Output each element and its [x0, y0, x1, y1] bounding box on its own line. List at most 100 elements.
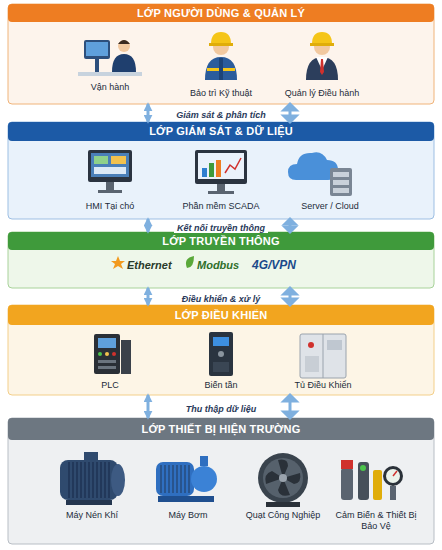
scada-icon-part — [195, 150, 247, 184]
fan-icon — [258, 453, 308, 507]
sensor-icon — [341, 460, 403, 500]
flow-arrow-part — [289, 401, 292, 412]
component-caption: Cảm Biến & Thiết Bị Bảo Vệ — [334, 510, 418, 532]
flow-arrow — [147, 219, 150, 232]
band-ground-part — [8, 122, 434, 219]
flow-arrow — [147, 395, 150, 418]
technician-icon-part — [219, 58, 223, 80]
flow-arrow-part — [284, 412, 296, 418]
flow-arrow-part — [285, 219, 295, 224]
component-item: Quản lý Điều hành — [274, 88, 370, 99]
band-ground-part — [8, 4, 434, 22]
flow-arrow — [147, 288, 150, 305]
flow-arrow-part — [284, 288, 296, 294]
plc-icon-part — [98, 352, 102, 356]
compressor-icon-part — [84, 452, 98, 461]
manager-icon — [306, 32, 338, 80]
fan-icon-part — [279, 474, 287, 482]
protocol-label: 4G/VPN — [252, 258, 296, 272]
band-ground — [8, 4, 434, 544]
plc-icon-part — [94, 334, 120, 374]
inverter-icon — [209, 332, 233, 376]
protocol-mark-part — [111, 256, 125, 269]
technician-icon-part — [209, 43, 233, 46]
component-caption: HMI Tại chó — [62, 201, 158, 212]
flow-label: Thu thập dữ liệu — [183, 404, 259, 414]
plc-icon-part — [98, 360, 116, 363]
scada-icon-part — [209, 163, 214, 177]
hmi-icon-part — [106, 182, 114, 190]
inverter-icon-part — [213, 362, 229, 372]
layer-band: LỚP GIÁM SÁT & DỮ LIỆUHMI Tại chóPhần mề… — [8, 122, 434, 219]
operator-icon-part — [78, 72, 142, 76]
layer-title: LỚP THIẾT BỊ HIỆN TRƯỜNG — [8, 418, 434, 440]
protocol-label: Ethernet — [127, 259, 172, 271]
flow-label: Điều khiển & xử lý — [179, 294, 263, 304]
compressor-icon-part — [66, 500, 112, 505]
cloud-server-icon-part — [333, 180, 349, 185]
protocol-mark-part — [186, 256, 194, 268]
sensor-icon-part — [358, 462, 369, 500]
component-item: Tủ Điều Khiển — [278, 380, 368, 391]
pump-icon-part — [160, 465, 190, 493]
sensor-icon-part — [390, 486, 396, 500]
pump-icon-part — [200, 456, 208, 466]
flow-arrow-part — [284, 104, 296, 110]
layer-title: LỚP TRUYỀN THÔNG — [8, 232, 434, 250]
manager-icon-part — [310, 43, 334, 46]
fan-icon-part — [263, 458, 303, 498]
inverter-icon-part — [213, 337, 229, 346]
technician-icon-part — [211, 32, 231, 44]
hmi-icon-part — [111, 156, 126, 164]
pump-icon — [156, 456, 217, 502]
component-item: Quạt Công Nghiệp — [238, 510, 328, 521]
inverter-icon-part — [209, 332, 233, 376]
band-ground-part — [8, 305, 434, 395]
hmi-icon-part — [94, 167, 126, 174]
component-item: Bảo trì Kỹ thuật — [173, 88, 269, 99]
layer-band: LỚP ĐIỀU KHIỂNPLCBiến tầnTủ Điều Khiển — [8, 305, 434, 395]
band-ground-part — [8, 418, 434, 440]
fan-icon-part — [258, 453, 308, 503]
flow-label-box: Kết nối truyền thông — [0, 217, 442, 235]
compressor-icon-part — [66, 462, 110, 498]
flow-arrow-part — [284, 395, 296, 401]
flow-arrow — [147, 104, 150, 122]
layer-title: LỚP GIÁM SÁT & DỮ LIỆU — [8, 122, 434, 141]
component-caption: Quạt Công Nghiệp — [238, 510, 328, 521]
sensor-icon-part — [341, 468, 353, 500]
hmi-icon-part — [98, 190, 122, 193]
sensor-icon-part — [383, 466, 403, 486]
manager-icon-part — [306, 57, 338, 80]
cloud-server-icon-part — [333, 188, 349, 193]
manager-icon-part — [312, 32, 332, 44]
sensor-icon-part — [386, 469, 400, 483]
layer-title: LỚP ĐIỀU KHIỂN — [8, 305, 434, 325]
hmi-icon-part — [94, 156, 108, 164]
scada-icon-part — [216, 160, 221, 177]
layer-band: LỚP THIẾT BỊ HIỆN TRƯỜNGMáy Nén KhíMáy B… — [8, 418, 434, 544]
hmi-icon — [88, 150, 132, 193]
operator-icon-part — [84, 40, 110, 59]
component-item: Máy Nén Khí — [50, 510, 134, 521]
technician-icon — [205, 32, 237, 80]
cloud-server-icon-part — [333, 172, 349, 177]
component-item: HMI Tại chó — [62, 201, 158, 212]
component-item: PLC — [65, 380, 155, 391]
cabinet-icon — [300, 334, 346, 378]
band-ground-part — [8, 232, 434, 288]
hmi-icon-part — [88, 150, 132, 182]
component-caption: Máy Nén Khí — [50, 510, 134, 521]
sensor-icon-part — [393, 471, 397, 476]
flow-label-box: Thu thập dữ liệu — [0, 398, 442, 416]
component-caption: Server / Cloud — [282, 201, 378, 212]
component-item: Vận hành — [62, 82, 158, 93]
flow-label: Kết nối truyền thông — [174, 223, 268, 233]
scada-icon-part — [198, 153, 244, 179]
layer-title: LỚP NGƯỜI DÙNG & QUẢN LÝ — [8, 4, 434, 22]
cabinet-icon-part — [305, 356, 319, 372]
operator-icon-part — [95, 59, 99, 72]
protocol-label: Modbus — [197, 259, 239, 271]
